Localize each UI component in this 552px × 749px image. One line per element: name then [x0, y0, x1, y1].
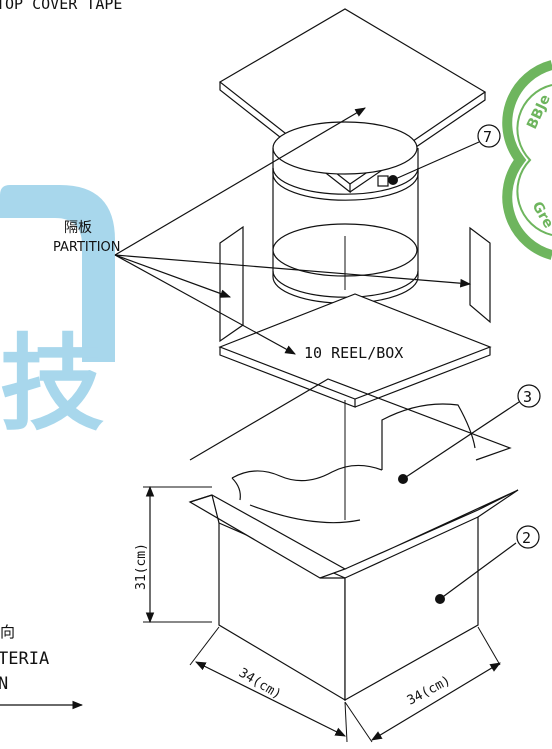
- watermark-chinese: 技: [0, 323, 104, 445]
- partition-leaders: [114, 107, 472, 355]
- watermark: 技 BBJe Gre: [0, 60, 552, 445]
- callout-7-number: 7: [483, 128, 492, 146]
- partition-right: [469, 226, 491, 324]
- direction-en-line2: N: [0, 674, 8, 694]
- top-cover-tape-label: TOP COVER TAPE: [0, 0, 122, 13]
- bag: [189, 378, 512, 501]
- seal-text-2: Gre: [529, 199, 552, 231]
- height-dimension: 31(cm): [134, 485, 212, 624]
- callout-3-number: 3: [523, 388, 532, 406]
- length-dimension-label: 34(cm): [236, 666, 284, 703]
- partition-label-zh: 隔板: [64, 220, 92, 236]
- seal-logo: BBJe Gre: [502, 60, 552, 260]
- watermark-arch: [0, 185, 115, 362]
- callout-3: 3: [398, 384, 541, 484]
- direction-en-line1: TERIA: [0, 649, 49, 669]
- callout-2-number: 2: [522, 529, 531, 547]
- bottom-tray-sheet: [218, 293, 492, 408]
- box: [188, 489, 519, 702]
- height-dimension-label: 31(cm): [134, 543, 149, 590]
- reel-stack: [272, 121, 419, 304]
- reel-box-label: 10 REEL/BOX: [304, 344, 403, 362]
- direction-zh: 向: [0, 623, 15, 641]
- callout-2: 2: [435, 525, 540, 604]
- callout-7: 7: [377, 124, 501, 187]
- partition-label-en: PARTITION: [53, 240, 121, 255]
- width-dimension-label: 34(cm): [405, 673, 454, 708]
